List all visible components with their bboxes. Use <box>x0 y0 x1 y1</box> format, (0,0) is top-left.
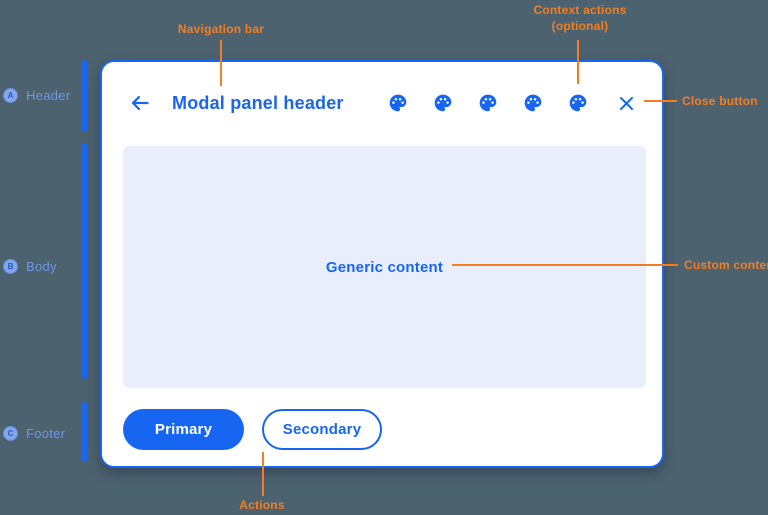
annotation-navigation-bar: Navigation bar <box>177 22 265 36</box>
arrow-left-icon <box>131 95 149 111</box>
body-section-bracket <box>82 143 87 379</box>
annotation-actions: Actions <box>239 498 285 512</box>
modal-footer-actions: Primary Secondary <box>123 409 382 450</box>
section-badge-c: C <box>3 425 18 441</box>
modal-title: Modal panel header <box>172 92 344 113</box>
close-button[interactable] <box>617 94 636 113</box>
palette-icon[interactable] <box>478 93 498 113</box>
secondary-button[interactable]: Secondary <box>262 409 382 450</box>
palette-icon[interactable] <box>523 93 543 113</box>
annotation-context-actions-line1: Context actions <box>533 3 627 17</box>
primary-button[interactable]: Primary <box>123 409 244 450</box>
annotation-custom-content-line <box>452 264 678 266</box>
modal-navigation-bar: Modal panel header <box>102 62 662 144</box>
annotation-close-button-line <box>644 100 677 102</box>
section-badge-b: B <box>3 258 18 274</box>
palette-icon[interactable] <box>388 93 408 113</box>
footer-section-bracket <box>82 402 87 462</box>
annotation-context-actions-line2: (optional) <box>551 19 609 33</box>
section-label-text: Footer <box>26 425 66 441</box>
palette-icon[interactable] <box>433 93 453 113</box>
context-actions <box>388 93 588 113</box>
header-section-bracket <box>82 60 87 132</box>
back-button[interactable] <box>128 91 152 115</box>
close-icon <box>619 96 634 110</box>
section-label-text: Body <box>26 258 57 274</box>
section-badge-a: A <box>3 87 18 103</box>
annotation-custom-content: Custom content <box>684 258 768 272</box>
section-label-header: A Header <box>3 87 70 103</box>
annotation-navigation-bar-line <box>220 40 222 86</box>
palette-icon[interactable] <box>568 93 588 113</box>
annotation-context-actions-line <box>577 40 579 84</box>
section-label-text: Header <box>26 87 71 103</box>
modal-body: Generic content <box>123 146 646 388</box>
annotation-actions-line <box>262 452 264 496</box>
annotation-context-actions: Context actions (optional) <box>533 2 626 34</box>
section-label-footer: C Footer <box>3 425 65 441</box>
annotation-close-button: Close button <box>682 94 758 108</box>
generic-content-text: Generic content <box>325 258 444 276</box>
section-label-body: B Body <box>3 258 57 274</box>
